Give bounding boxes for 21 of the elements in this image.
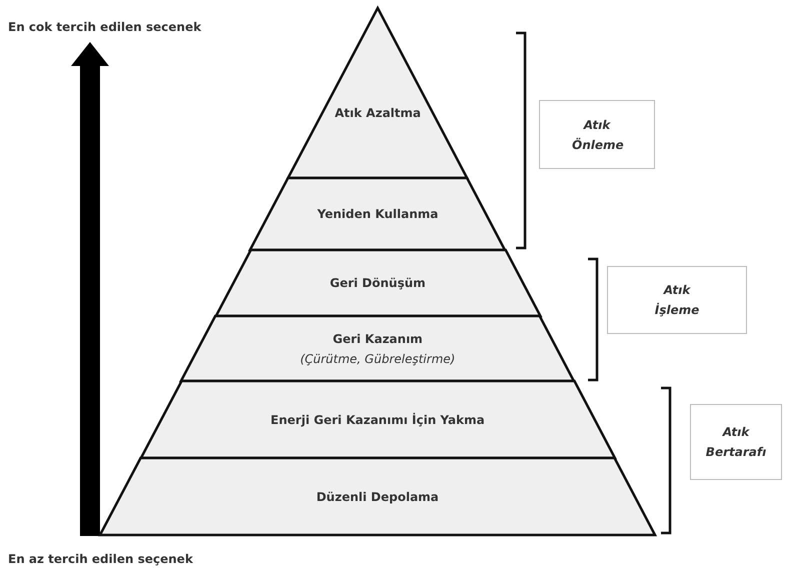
pyramid-layer	[100, 458, 655, 535]
pyramid-layer	[140, 381, 615, 458]
layer-label: Atık Azaltma	[334, 106, 421, 120]
category-box	[539, 100, 655, 169]
category-label: Atık İşleme	[654, 282, 700, 319]
layer-label: Yeniden Kullanma	[317, 207, 438, 221]
category-label: Atık Bertarafı	[704, 424, 768, 461]
pyramid-layer	[181, 316, 574, 381]
layer-label: Geri Dönüşüm	[330, 276, 426, 290]
pyramid-layer	[250, 178, 506, 250]
layer-subtitle: (Çürütme, Gübreleştirme)	[300, 352, 456, 366]
category-box	[690, 404, 782, 480]
layer-label: Düzenli Depolama	[316, 490, 439, 504]
layer-label: Geri Kazanım	[332, 332, 423, 346]
layer-label: Enerji Geri Kazanımı İçin Yakma	[270, 412, 485, 426]
axis-label: En cok tercih edilen secenek	[8, 20, 202, 34]
category-label: Atık Önleme	[572, 116, 622, 154]
category-box	[607, 266, 747, 334]
pyramid-layer	[288, 8, 468, 178]
pyramid-layer	[216, 250, 540, 316]
axis-label: En az tercih edilen seçenek	[8, 552, 193, 566]
